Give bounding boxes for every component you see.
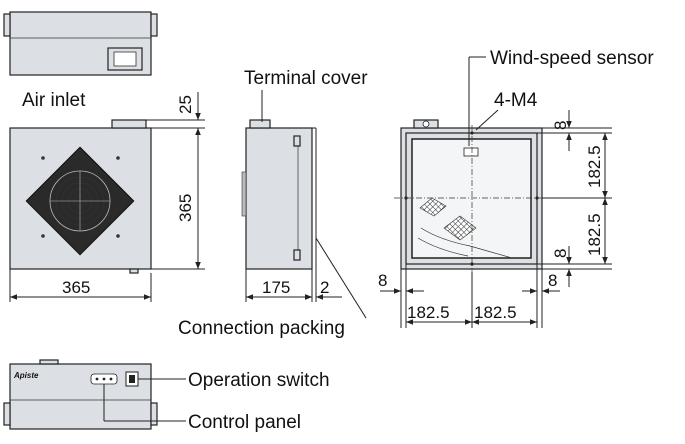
dim-half-width-left: 182.5 — [407, 303, 450, 322]
dim-half-height-upper: 182.5 — [585, 145, 604, 188]
bottom-view: Apiste — [3, 359, 158, 430]
front-view — [9, 119, 152, 274]
operation-switch-label: Operation switch — [188, 370, 330, 391]
dim-packing-thickness: 2 — [320, 278, 329, 297]
dim-flange-bottom: 8 — [551, 249, 570, 258]
rear-view — [394, 119, 548, 272]
dim-front-height: 365 — [176, 194, 195, 222]
wind-speed-sensor-label: Wind-speed sensor — [490, 48, 654, 69]
dim-half-height-lower: 182.5 — [585, 213, 604, 256]
dim-flange-top: 8 — [551, 121, 570, 130]
mesh-patch-icon — [419, 197, 447, 217]
side-view — [241, 119, 317, 270]
brand-logo: Apiste — [13, 371, 39, 380]
top-view-right-bracket — [150, 13, 158, 37]
dim-side-depth: 175 — [262, 278, 290, 297]
dim-flange-left: 8 — [378, 271, 387, 290]
fan-guard-icon — [25, 146, 135, 256]
wind-speed-sensor-icon — [463, 147, 479, 157]
terminal-cover-label: Terminal cover — [244, 68, 368, 89]
connection-packing-label: Connection packing — [178, 318, 345, 339]
mount-holes-label: 4-M4 — [494, 90, 538, 111]
mesh-patch-icon — [443, 215, 477, 241]
air-inlet-label: Air inlet — [22, 90, 86, 111]
side-view-body — [245, 127, 313, 270]
dim-flange-right: 8 — [548, 271, 557, 290]
terminal-cover-side — [249, 119, 271, 129]
dim-front-width: 365 — [62, 278, 90, 297]
front-top-protrusion — [111, 119, 147, 129]
dim-top-protrusion: 25 — [176, 95, 195, 114]
control-panel-label: Control panel — [188, 412, 301, 433]
dim-half-width-right: 182.5 — [474, 303, 517, 322]
top-view — [3, 11, 158, 76]
top-view-left-bracket — [3, 13, 11, 37]
